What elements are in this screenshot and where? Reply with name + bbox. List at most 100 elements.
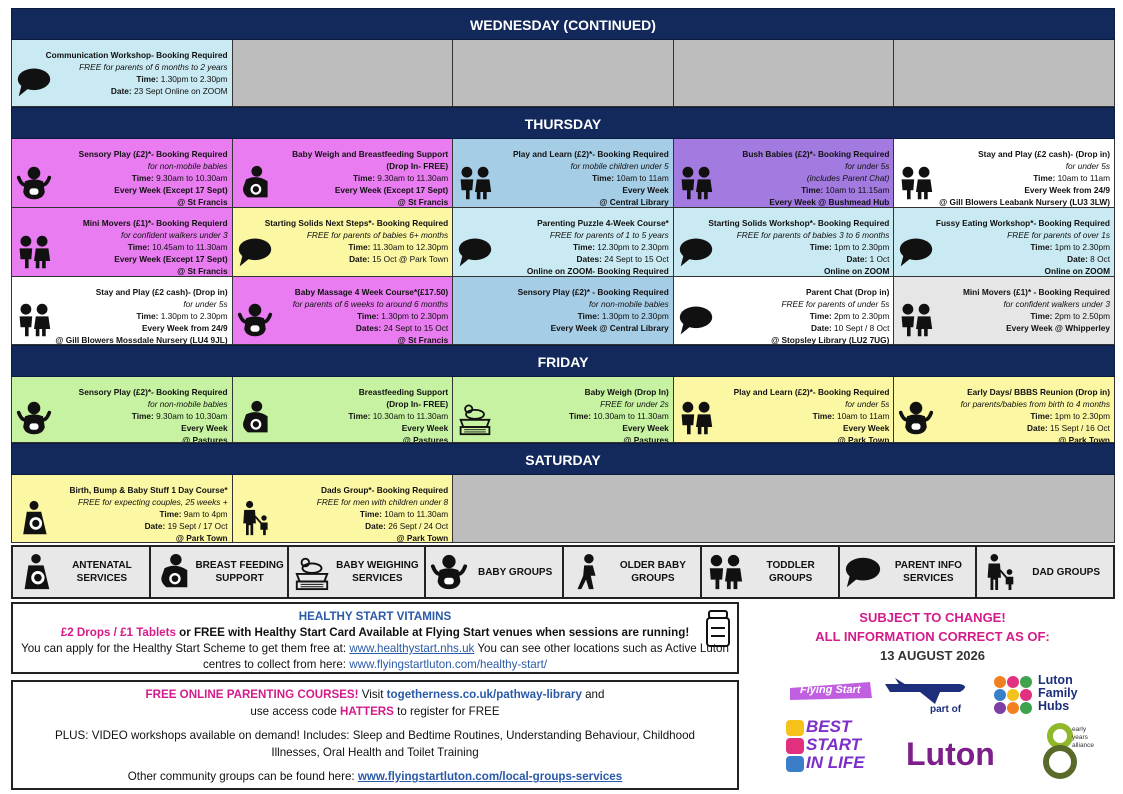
- session-card: Early Days/ BBBS Reunion (Drop in)for pa…: [894, 377, 1115, 443]
- session-title: Stay and Play (£2 cash)- (Drop in): [95, 287, 228, 297]
- session-time: Time: 1pm to 2.30pm: [1030, 411, 1110, 421]
- toddler-icon: [16, 302, 52, 338]
- legend-label: OLDER BABY GROUPS: [619, 560, 686, 584]
- session-venue: @ Park Town: [175, 533, 228, 543]
- session-time: Time: 2pm to 2.30pm: [809, 311, 890, 321]
- luton-family-hubs-logo: Luton Family Hubs: [992, 674, 1102, 718]
- session-audience: FREE for parents of over 1s: [1007, 230, 1110, 240]
- session-time: Time: 1.30pm to 2.30pm: [577, 311, 669, 321]
- session-frequency: Every Week: [401, 423, 449, 433]
- session-date: Date: 19 Sept / 17 Oct: [144, 521, 228, 531]
- session-title: Breastfeeding Support: [358, 387, 449, 397]
- session-time: Time: 11.30am to 12.30pm: [348, 242, 449, 252]
- session-venue: @ St Francis: [397, 197, 449, 207]
- scales-icon: [293, 551, 331, 593]
- toddler-icon: [16, 234, 52, 270]
- dad-icon: [981, 551, 1019, 593]
- session-title: Sensory Play (£2)*- Booking Required: [78, 149, 228, 159]
- vitamins-apply: You can apply for the Healthy Start Sche…: [21, 642, 729, 671]
- session-card: Birth, Bump & Baby Stuff 1 Day Course*FR…: [12, 475, 233, 543]
- session-venue: Online on ZOOM: [823, 266, 890, 276]
- session-date: Dates: 24 Sept to 15 Oct: [355, 323, 449, 333]
- session-audience: for non-mobile babies: [147, 399, 228, 409]
- legend-toddler: TODDLER GROUPS: [702, 547, 840, 597]
- legend-label: TODDLER GROUPS: [766, 560, 815, 584]
- early-years-alliance-logo: early years alliance: [1042, 722, 1112, 782]
- session-venue: @ Stopsley Library (LU2 7UG): [771, 335, 890, 345]
- session-venue: @ St Francis: [177, 197, 228, 207]
- session-card: Play and Learn (£2)*- Booking Required fo…: [673, 377, 895, 443]
- session-date: Date: 10 Sept / 8 Oct: [810, 323, 890, 333]
- breastfeeding-icon: [155, 551, 193, 593]
- session-time: Time: 10.30am to 11.30am: [569, 411, 669, 421]
- session-audience: for under 5s: [845, 399, 890, 409]
- session-frequency: Every Week (Except 17 Sept): [114, 185, 228, 195]
- session-title: Communication Workshop- Booking Required: [45, 50, 228, 60]
- session-date: Date: 1 Oct: [846, 254, 890, 264]
- baby-icon: [898, 400, 934, 436]
- session-audience: FREE for parents of babies 3 to 6 months: [736, 230, 890, 240]
- session-venue: @ Pastures: [182, 435, 228, 443]
- healthy-start-link[interactable]: www.healthystart.nhs.uk: [349, 642, 475, 655]
- courses-box: FREE ONLINE PARENTING COURSES! Visit tog…: [11, 680, 739, 790]
- part-of-text: part of: [930, 704, 962, 715]
- legend-baby: BABY GROUPS: [426, 547, 564, 597]
- session-card: Starting Solids Workshop*- Booking Requi…: [673, 208, 895, 277]
- session-audience: FREE for parents of babies 6+ months: [306, 230, 449, 240]
- speech-bubble-icon: [898, 234, 934, 270]
- session-frequency: Every Week @ Bushmead Hub: [769, 197, 890, 207]
- toddler-icon: [678, 165, 714, 201]
- session-time: Time: 1.30pm to 2.30pm: [357, 311, 449, 321]
- toddler-icon: [678, 400, 714, 436]
- session-time: Time: 1.30pm to 2.30pm: [136, 74, 228, 84]
- courses-plus: PLUS: VIDEO workshops available on deman…: [55, 729, 695, 759]
- session-date: Date: 8 Oct: [1067, 254, 1110, 264]
- session-title: Play and Learn (£2)*- Booking Required: [512, 149, 669, 159]
- session-audience: for non-mobile babies: [589, 299, 669, 309]
- session-card: Fussy Eating Workshop*- Booking Required…: [894, 208, 1115, 277]
- session-frequency: Every Week: [622, 423, 669, 433]
- flying-start-vitamins-link[interactable]: www.flyingstartluton.com/healthy-start/: [349, 658, 548, 671]
- day-header-wednesday: WEDNESDAY (CONTINUED): [11, 8, 1115, 40]
- session-title: Sensory Play (£2)* - Booking Required: [517, 287, 669, 297]
- breastfeeding-icon: [237, 165, 273, 201]
- legend-weighing: BABY WEIGHING SERVICES: [289, 547, 427, 597]
- empty-cell: [232, 40, 454, 107]
- session-title: Bush Babies (£2)*- Booking Required: [742, 149, 890, 159]
- session-card: Stay and Play (£2 cash)- (Drop in)for un…: [894, 139, 1115, 208]
- session-time: Time: 10am to 11am: [812, 411, 890, 421]
- legend-label: BABY WEIGHING SERVICES: [336, 560, 419, 584]
- session-venue: @ Park Town: [1058, 435, 1110, 443]
- local-groups-link[interactable]: www.flyingstartluton.com/local-groups-se…: [357, 770, 623, 783]
- session-audience: FREE for parents of 6 months to 2 years: [79, 62, 228, 72]
- legend-antenatal: ANTENATAL SERVICES: [13, 547, 151, 597]
- speech-bubble-icon: [844, 551, 882, 593]
- empty-cell: [673, 40, 895, 107]
- timetable: WEDNESDAY (CONTINUED) Communication Work…: [11, 8, 1115, 543]
- session-venue: Online on ZOOM- Booking Required: [526, 266, 669, 276]
- session-audience: for under 5s: [1065, 161, 1110, 171]
- flying-start-logo: Flying Start: [790, 674, 970, 704]
- session-time: Time: 10.45am to 11.30am: [127, 242, 228, 252]
- session-frequency: Every Week: [842, 423, 890, 433]
- session-card: Baby Massage 4 Week Course*(£17.50)for p…: [232, 277, 454, 345]
- notice: SUBJECT TO CHANGE! ALL INFORMATION CORRE…: [760, 608, 1105, 665]
- courses-line1: FREE ONLINE PARENTING COURSES! Visit tog…: [145, 688, 605, 701]
- togetherness-link[interactable]: togetherness.co.uk/pathway-library: [386, 688, 582, 701]
- session-title: Dads Group*- Booking Required: [320, 485, 449, 495]
- session-time: Time: 1.30pm to 2.30pm: [136, 311, 228, 321]
- partner-logos: Flying Start part of Luton Family Hubs B…: [780, 670, 1110, 785]
- toddler-icon: [706, 551, 744, 593]
- notice-date: 13 AUGUST 2026: [879, 648, 985, 663]
- toddler-icon: [898, 302, 934, 338]
- session-frequency: Every Week from 24/9: [1024, 185, 1110, 195]
- session-title: Play and Learn (£2)*- Booking Required: [733, 387, 890, 397]
- session-audience: FREE for parents of 1 to 5 years: [549, 230, 669, 240]
- session-venue: @ St Francis: [177, 266, 228, 276]
- speech-bubble-icon: [678, 234, 714, 270]
- session-audience: for confident walkers under 3: [1003, 299, 1110, 309]
- session-title: Baby Massage 4 Week Course*(£17.50): [294, 287, 449, 297]
